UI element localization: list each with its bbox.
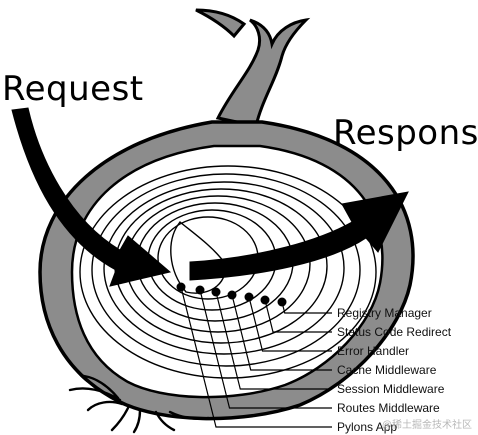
leader-line-6 xyxy=(199,289,332,409)
request-label: Request xyxy=(2,69,144,109)
layer-label-6: Routes Middleware xyxy=(337,401,440,415)
leader-line-4 xyxy=(231,294,332,371)
layer-dot-4 xyxy=(227,290,237,300)
layer-label-7: Pylons App xyxy=(337,420,398,434)
layer-dot-6 xyxy=(195,285,205,295)
layer-label-2: Status Code Redirect xyxy=(337,325,452,339)
layer-label-5: Session Middleware xyxy=(337,382,445,396)
request-arrow xyxy=(11,107,172,287)
layer-label-1: Registry Manager xyxy=(337,306,432,320)
layer-dot-7 xyxy=(176,282,186,292)
layer-dot-2 xyxy=(260,295,270,305)
onion-stem xyxy=(195,8,311,128)
layer-label-3: Error Handler xyxy=(337,344,410,358)
leader-line-5 xyxy=(215,291,332,390)
leader-line-7 xyxy=(180,286,332,428)
layer-dot-3 xyxy=(244,292,254,302)
leader-line-2 xyxy=(264,299,332,333)
layer-dot-1 xyxy=(277,297,287,307)
layer-label-4: Cache Middleware xyxy=(337,363,437,377)
leader-line-3 xyxy=(248,296,332,352)
response-label: Response xyxy=(333,113,478,153)
watermark: @稀土掘金技术社区 xyxy=(381,420,472,431)
layer-callouts xyxy=(176,282,332,428)
onion-roots xyxy=(68,370,210,434)
response-arrow xyxy=(189,191,409,281)
layer-dot-5 xyxy=(211,287,221,297)
